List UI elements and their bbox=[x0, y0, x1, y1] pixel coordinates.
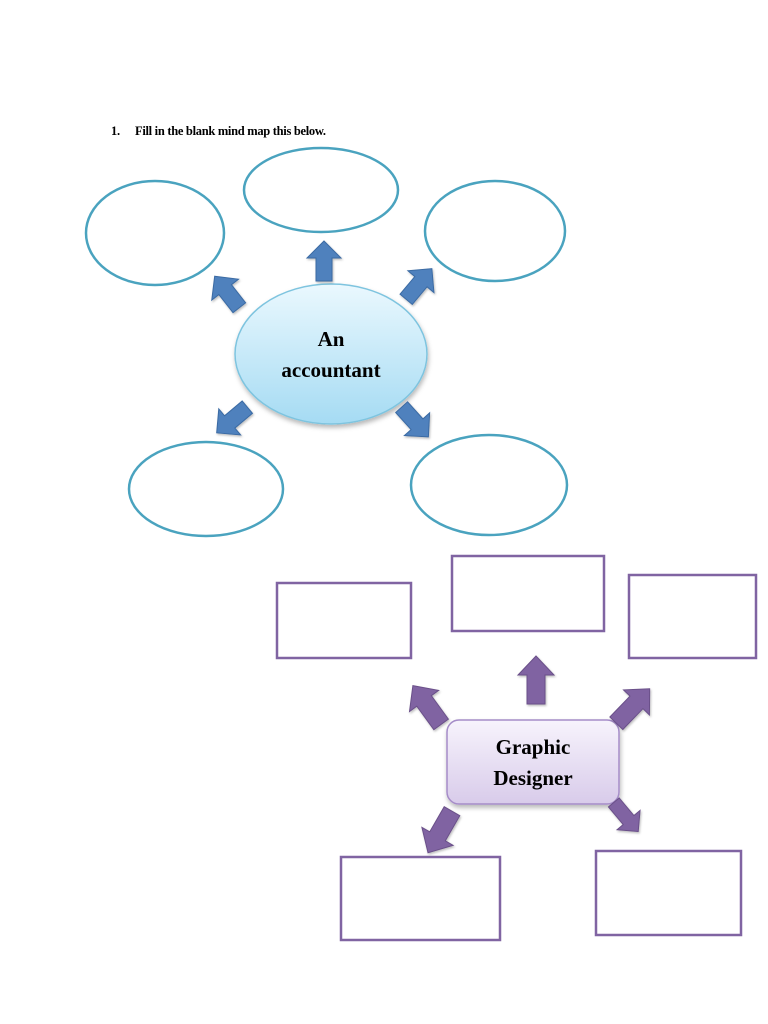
accountant-blank-node-top[interactable] bbox=[242, 146, 400, 234]
designer-label-line-2: Designer bbox=[493, 766, 573, 790]
designer-center-node bbox=[446, 719, 620, 805]
accountant-blank-node-top-right[interactable] bbox=[423, 179, 567, 283]
accountant-arrow-down-left bbox=[216, 400, 254, 436]
instruction-number: 1. bbox=[111, 124, 120, 138]
designer-arrow-up-right bbox=[609, 688, 651, 731]
designer-arrow-down-right bbox=[607, 797, 641, 833]
accountant-center-node bbox=[234, 283, 428, 425]
designer-blank-node-top[interactable] bbox=[450, 554, 606, 633]
accountant-arrow-up-right bbox=[399, 268, 435, 306]
accountant-blank-node-bottom-right[interactable] bbox=[409, 433, 569, 537]
instruction-line: 1. Fill in the blank mind map this below. bbox=[111, 124, 326, 139]
designer-arrow-down-left bbox=[421, 806, 461, 854]
accountant-blank-node-top-left[interactable] bbox=[84, 179, 226, 287]
designer-blank-node-top-right[interactable] bbox=[627, 573, 758, 660]
instruction-text: Fill in the blank mind map this below. bbox=[135, 124, 326, 138]
accountant-arrow-down-right bbox=[394, 401, 431, 438]
designer-mind-map bbox=[275, 554, 758, 942]
accountant-label-line-1: An bbox=[317, 327, 345, 351]
designer-blank-node-bottom-left[interactable] bbox=[339, 855, 502, 942]
accountant-mind-map bbox=[84, 146, 569, 538]
designer-label-line-1: Graphic bbox=[495, 735, 571, 759]
accountant-arrow-up-left bbox=[211, 275, 247, 314]
accountant-center-label: An accountant bbox=[240, 324, 422, 386]
accountant-blank-node-bottom-left[interactable] bbox=[127, 440, 285, 538]
accountant-label-line-2: accountant bbox=[281, 358, 381, 382]
designer-arrow-up-left bbox=[408, 684, 450, 731]
designer-blank-node-bottom-right[interactable] bbox=[594, 849, 743, 937]
designer-center-label: Graphic Designer bbox=[447, 732, 619, 794]
designer-blank-node-top-left[interactable] bbox=[275, 581, 413, 660]
accountant-arrow-up bbox=[305, 240, 343, 282]
designer-arrow-up bbox=[516, 655, 556, 705]
